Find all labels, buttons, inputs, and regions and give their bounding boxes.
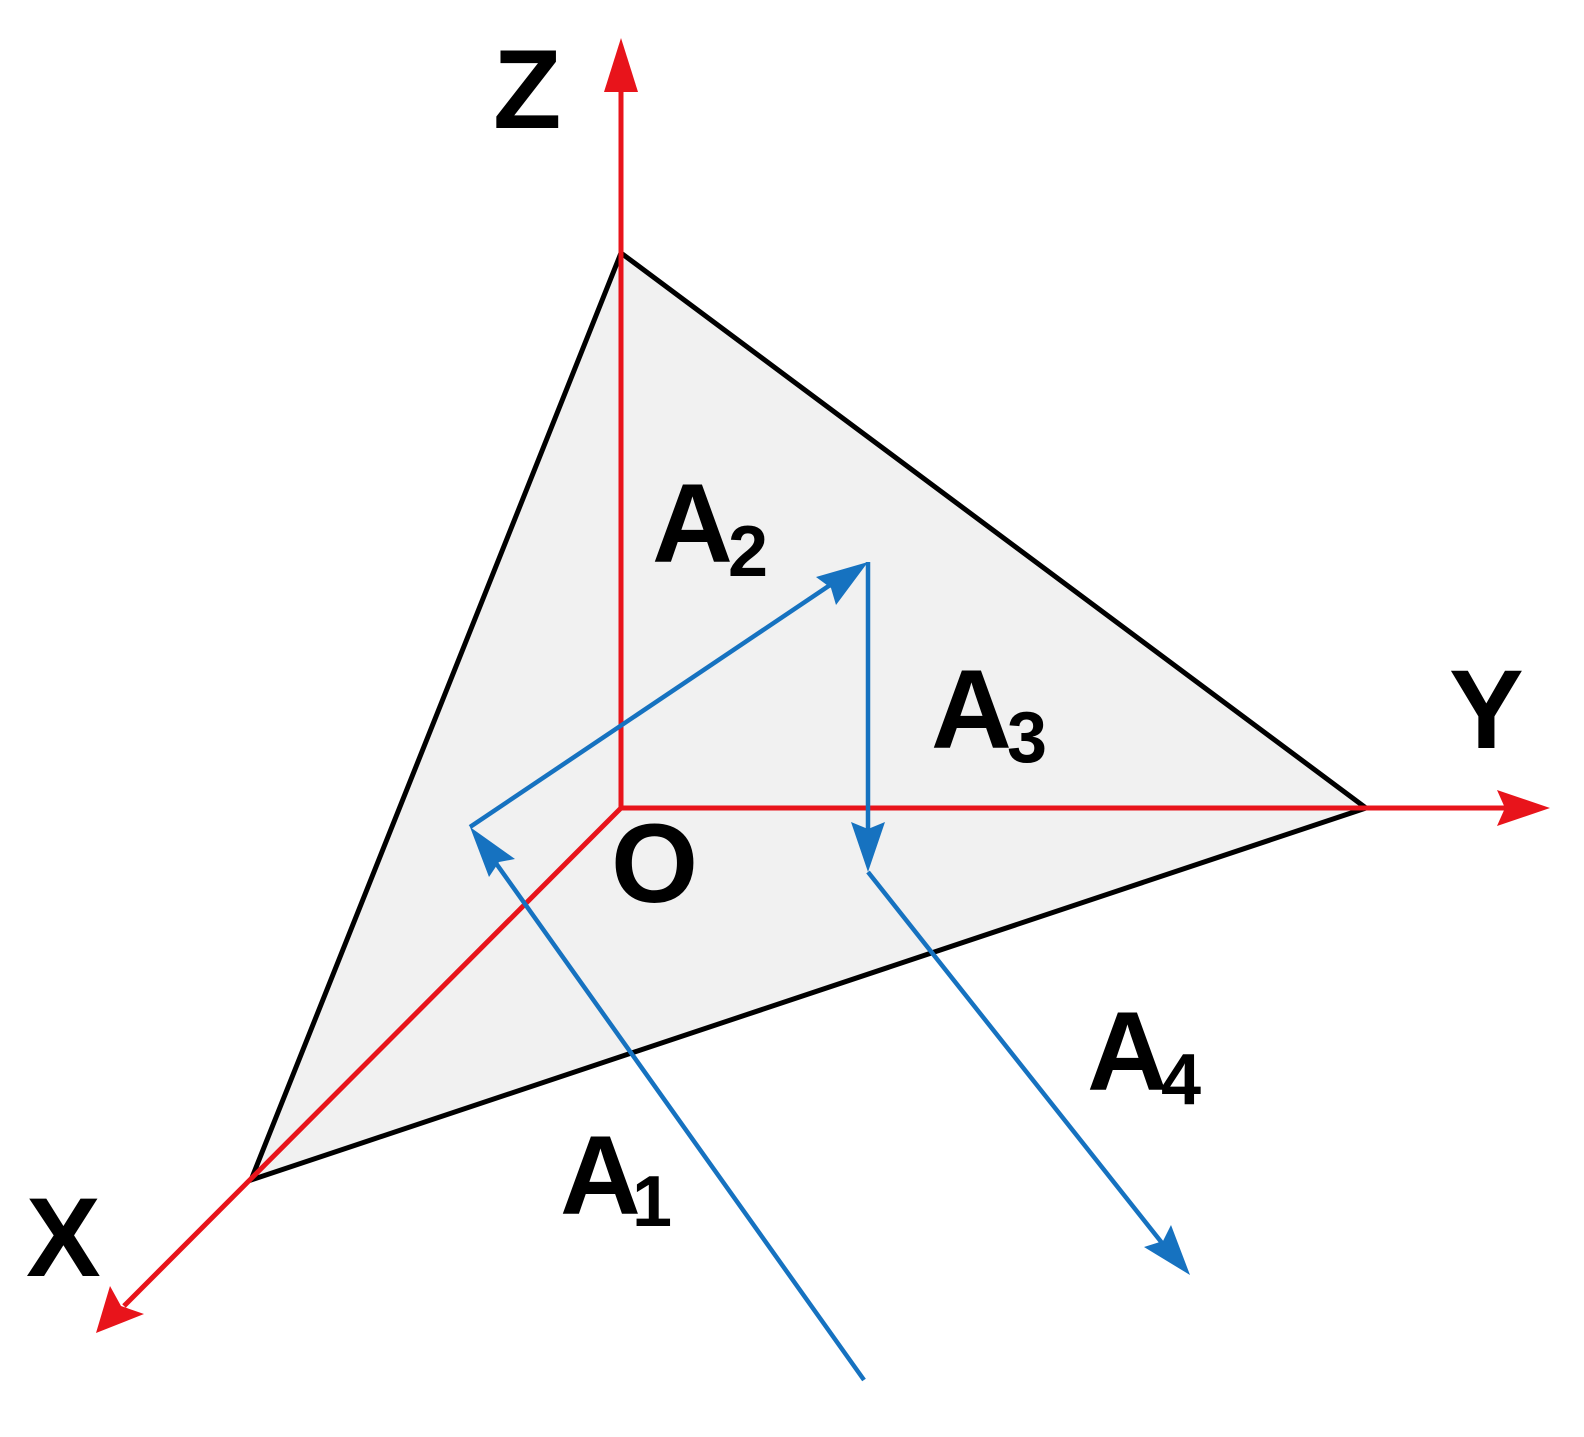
axis-label-z: Z	[493, 27, 561, 152]
y-axis-arrowhead	[1497, 790, 1550, 826]
label-a4-main: A	[1087, 989, 1168, 1114]
label-a1: A 1	[560, 1113, 672, 1242]
label-a1-subscript: 1	[632, 1162, 672, 1242]
axis-label-x: X	[26, 1175, 101, 1300]
x-axis-line	[122, 806, 623, 1308]
label-a4: A 4	[1087, 989, 1201, 1120]
ray-a4-arrowhead	[1144, 1225, 1190, 1275]
label-a4-subscript: 4	[1161, 1040, 1201, 1120]
ray-a1-line	[481, 843, 866, 1382]
ray-paths	[468, 562, 1190, 1382]
axis-label-y: Y	[1449, 647, 1524, 772]
ray-a3-arrowhead	[851, 822, 885, 872]
label-a3-subscript: 3	[1007, 698, 1047, 778]
ray-a4-line	[866, 870, 1168, 1250]
plane-triangle	[246, 249, 1372, 1185]
origin-label: O	[611, 801, 698, 926]
z-axis-arrowhead	[604, 38, 638, 92]
ray-a1-arrowhead	[470, 827, 515, 877]
ray-a2-line	[468, 573, 847, 829]
ray-a2-arrowhead	[816, 562, 868, 605]
axes	[96, 38, 1550, 1333]
label-a2: A 2	[652, 461, 768, 592]
x-axis-arrowhead	[96, 1286, 144, 1333]
label-a3: A 3	[931, 647, 1047, 778]
label-a3-main: A	[931, 647, 1012, 772]
label-a2-subscript: 2	[728, 512, 768, 592]
label-a2-main: A	[652, 461, 733, 586]
label-a1-main: A	[560, 1113, 641, 1238]
